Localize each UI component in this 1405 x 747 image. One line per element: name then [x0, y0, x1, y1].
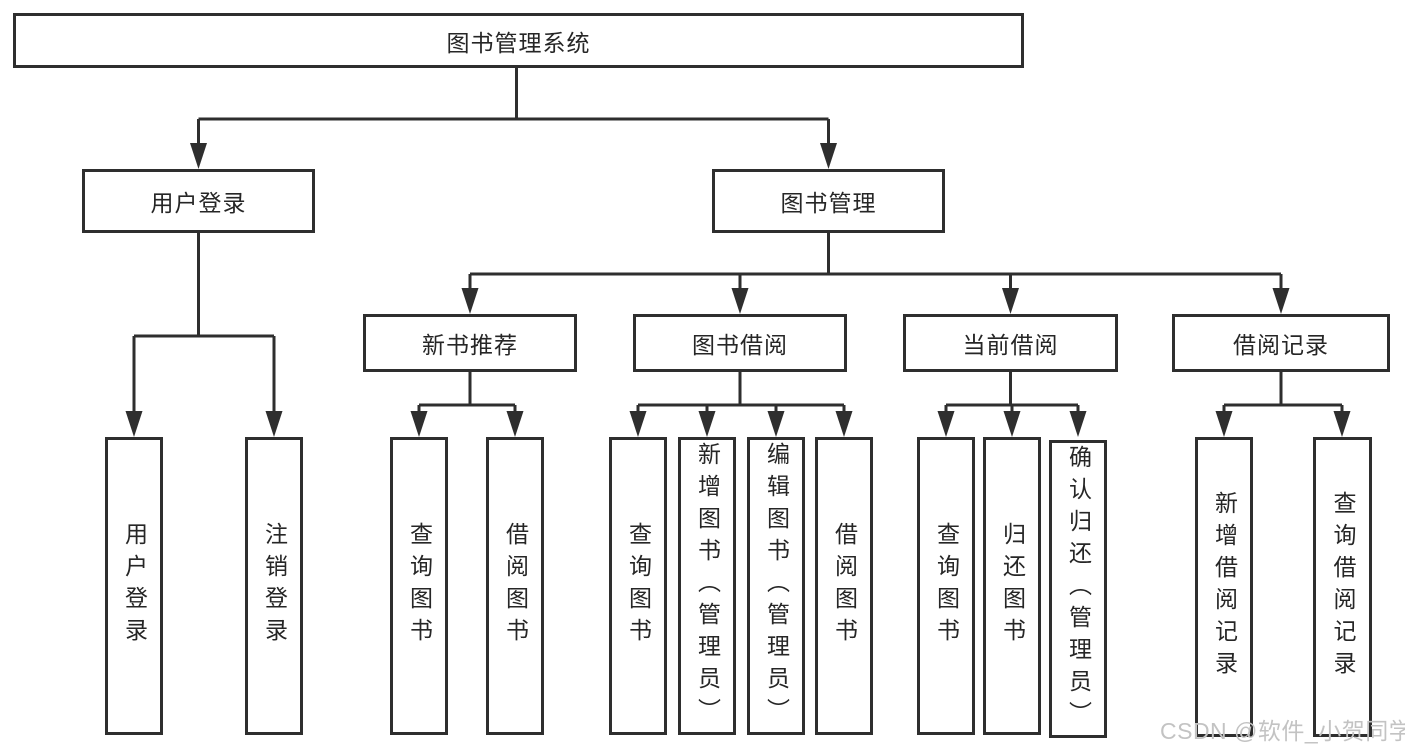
- leaf-query-borrow-record: 查询借阅记录: [1313, 437, 1372, 737]
- node-new-book-recommendation: 新书推荐: [363, 314, 577, 372]
- node-book-management: 图书管理: [712, 169, 945, 233]
- node-borrowing-records: 借阅记录: [1172, 314, 1390, 372]
- leaf-logout: 注销登录: [245, 437, 303, 735]
- leaf-borrow-books-recommend: 借阅图书: [486, 437, 544, 735]
- node-current-borrowing: 当前借阅: [903, 314, 1118, 372]
- node-user-login: 用户登录: [82, 169, 315, 233]
- leaf-borrow-books: 借阅图书: [815, 437, 873, 735]
- leaf-add-borrow-record: 新增借阅记录: [1195, 437, 1253, 737]
- leaf-user-login: 用户登录: [105, 437, 163, 735]
- leaf-add-books-admin: 新增图书（管理员）: [678, 437, 736, 735]
- leaf-confirm-return-admin: 确认归还（管理员）: [1049, 440, 1107, 738]
- leaf-edit-books-admin: 编辑图书（管理员）: [747, 437, 805, 735]
- node-book-borrowing: 图书借阅: [633, 314, 847, 372]
- arrowheads: [125, 143, 1351, 437]
- leaf-return-books: 归还图书: [983, 437, 1041, 735]
- node-root: 图书管理系统: [13, 13, 1024, 68]
- watermark: CSDN @软件_小贺同学: [1160, 718, 1405, 744]
- leaf-query-books-current: 查询图书: [917, 437, 975, 735]
- leaf-query-books-recommend: 查询图书: [390, 437, 448, 735]
- leaf-query-books-borrowing: 查询图书: [609, 437, 667, 735]
